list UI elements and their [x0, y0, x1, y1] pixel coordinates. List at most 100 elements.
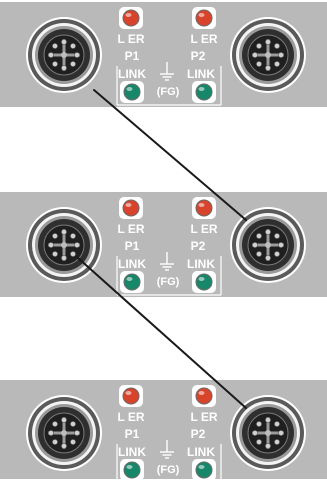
- connector-pin: [61, 229, 67, 235]
- connector-center-pin: [265, 430, 271, 436]
- led-lamp: [122, 387, 140, 405]
- led-lamp: [123, 461, 141, 479]
- connector-pin: [74, 242, 80, 248]
- led-er-port1-icon: [119, 197, 143, 219]
- led-glint: [126, 277, 133, 281]
- fg-label: (FG): [157, 86, 180, 98]
- connector-pin: [74, 430, 80, 436]
- led-link-port1-icon: [120, 459, 144, 481]
- led-er-port2-icon: [192, 7, 216, 29]
- connector-pin: [48, 430, 54, 436]
- connector-pin: [52, 61, 58, 67]
- connector-pin: [70, 251, 76, 257]
- led-er-port2-icon: [192, 385, 216, 407]
- led-glint: [125, 391, 132, 395]
- connector-pin: [274, 439, 280, 445]
- led-lamp: [123, 273, 141, 291]
- fg-label: (FG): [157, 464, 180, 476]
- led-glint: [198, 277, 205, 281]
- connector-pin: [52, 43, 58, 49]
- ground-icon: [160, 252, 174, 271]
- connector-pin: [61, 255, 67, 261]
- link-label-port2: LINK: [187, 257, 215, 271]
- led-er-label-port2: L ER: [190, 32, 217, 46]
- port2-label: P2: [191, 239, 206, 253]
- connector-pin: [70, 61, 76, 67]
- led-glint: [125, 13, 132, 17]
- link-label-port1: LINK: [118, 445, 146, 459]
- led-glint: [125, 203, 132, 207]
- led-link-port1-icon: [120, 271, 144, 293]
- connector-pin: [52, 233, 58, 239]
- link-label-port2: LINK: [187, 67, 215, 81]
- connector-center-pin: [61, 242, 67, 248]
- connector-pin: [61, 39, 67, 45]
- led-lamp: [195, 9, 213, 27]
- connector-pin: [274, 61, 280, 67]
- connector-pin: [256, 233, 262, 239]
- connector-pin: [265, 229, 271, 235]
- connector-pin: [48, 52, 54, 58]
- port-2-connector-icon: [230, 395, 306, 471]
- connector-pin: [74, 52, 80, 58]
- port1-label: P1: [125, 239, 140, 253]
- connector-pin: [52, 251, 58, 257]
- ground-icon: [160, 62, 174, 81]
- port2-label: P2: [191, 49, 206, 63]
- led-link-port2-icon: [192, 459, 216, 481]
- led-glint: [126, 87, 133, 91]
- led-glint: [198, 391, 205, 395]
- led-lamp: [195, 273, 213, 291]
- port-1-connector-icon: [26, 207, 102, 283]
- led-er-label-port1: L ER: [117, 410, 144, 424]
- connector-pin: [256, 43, 262, 49]
- connector-pin: [70, 439, 76, 445]
- connector-center-pin: [265, 242, 271, 248]
- led-lamp: [122, 199, 140, 217]
- connector-pin: [274, 251, 280, 257]
- connector-pin: [61, 417, 67, 423]
- connector-pin: [265, 39, 271, 45]
- connector-pin: [278, 430, 284, 436]
- led-link-port2-icon: [192, 81, 216, 103]
- led-lamp: [195, 199, 213, 217]
- link-label-port1: LINK: [118, 67, 146, 81]
- led-er-label-port2: L ER: [190, 410, 217, 424]
- connector-center-pin: [265, 52, 271, 58]
- led-glint: [198, 465, 205, 469]
- cable-line-1: [93, 89, 247, 221]
- connector-center-pin: [61, 52, 67, 58]
- connector-center-pin: [61, 430, 67, 436]
- led-lamp: [195, 461, 213, 479]
- led-lamp: [123, 83, 141, 101]
- connector-pin: [256, 439, 262, 445]
- cable-line-2: [77, 257, 247, 409]
- port1-label: P1: [125, 49, 140, 63]
- connector-pin: [252, 52, 258, 58]
- connector-pin: [61, 65, 67, 71]
- connector-pin: [256, 421, 262, 427]
- connector-pin: [265, 255, 271, 261]
- connector-pin: [48, 242, 54, 248]
- led-glint: [126, 465, 133, 469]
- connector-pin: [252, 430, 258, 436]
- led-er-port1-icon: [119, 7, 143, 29]
- led-link-port2-icon: [192, 271, 216, 293]
- port-1-connector-icon: [26, 395, 102, 471]
- connector-pin: [70, 43, 76, 49]
- connector-pin: [265, 65, 271, 71]
- led-er-label-port1: L ER: [117, 222, 144, 236]
- ground-icon: [160, 440, 174, 459]
- connector-pin: [278, 52, 284, 58]
- connector-pin: [256, 61, 262, 67]
- connector-pin: [52, 421, 58, 427]
- led-er-label-port1: L ER: [117, 32, 144, 46]
- connector-pin: [265, 443, 271, 449]
- port-2-connector-icon: [230, 207, 306, 283]
- connector-pin: [274, 421, 280, 427]
- connector-pin: [252, 242, 258, 248]
